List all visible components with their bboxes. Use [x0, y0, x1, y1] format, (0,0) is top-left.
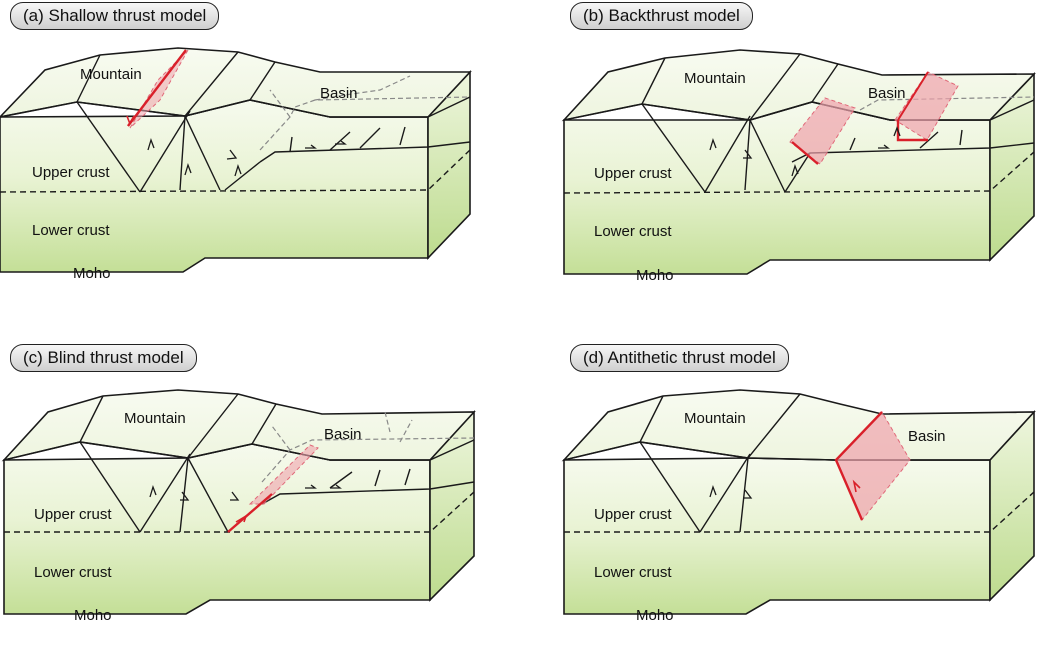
panel-c: (c) Blind thrust model Mountain Basin Up…: [0, 342, 519, 656]
label-upper-crust: Upper crust: [594, 506, 672, 523]
label-upper-crust: Upper crust: [32, 164, 110, 181]
fault-plane: [129, 49, 189, 129]
block-diagram: Mountain Basin Upper crust Lower crust M…: [561, 389, 1036, 624]
front-face: [0, 99, 429, 273]
panel-b: (b) Backthrust model Mountain Basin Uppe…: [560, 0, 1038, 314]
label-moho: Moho: [636, 267, 674, 284]
label-lower-crust: Lower crust: [594, 564, 672, 581]
fault-line-red: [127, 49, 187, 127]
slip-arrows: [147, 137, 347, 177]
label-basin: Basin: [908, 428, 946, 445]
label-basin: Basin: [320, 85, 358, 102]
label-mountain: Mountain: [124, 410, 186, 427]
label-mountain: Mountain: [684, 70, 746, 87]
label-basin: Basin: [868, 85, 906, 102]
crust-boundary: [0, 149, 471, 193]
label-mountain: Mountain: [80, 66, 142, 83]
panel-title: (c) Blind thrust model: [10, 344, 197, 372]
panel-title: (b) Backthrust model: [570, 2, 753, 30]
block-diagram: Mountain Basin Upper crust Lower crust M…: [1, 389, 476, 624]
label-lower-crust: Lower crust: [34, 564, 112, 581]
basin-floor: [259, 141, 471, 163]
label-moho: Moho: [636, 607, 674, 624]
block-diagram: Mountain Basin Upper crust Lower crust M…: [0, 47, 472, 282]
label-moho: Moho: [74, 607, 112, 624]
fault-line-red: [227, 493, 273, 533]
panel-title: (d) Antithetic thrust model: [570, 344, 789, 372]
fault-line-red: [834, 411, 883, 521]
label-upper-crust: Upper crust: [34, 506, 112, 523]
label-lower-crust: Lower crust: [594, 223, 672, 240]
label-moho: Moho: [73, 265, 111, 282]
fault-plane: [789, 97, 856, 165]
panel-d: (d) Antithetic thrust model Mountain Bas…: [560, 342, 1038, 656]
label-upper-crust: Upper crust: [594, 165, 672, 182]
label-basin: Basin: [324, 426, 362, 443]
block-diagram: Mountain Basin Upper crust Lower crust M…: [561, 49, 1036, 284]
label-mountain: Mountain: [684, 410, 746, 427]
panel-title: (a) Shallow thrust model: [10, 2, 220, 30]
panel-a: (a) Shallow thrust model Mountain Basin …: [0, 0, 519, 314]
label-lower-crust: Lower crust: [32, 222, 110, 239]
